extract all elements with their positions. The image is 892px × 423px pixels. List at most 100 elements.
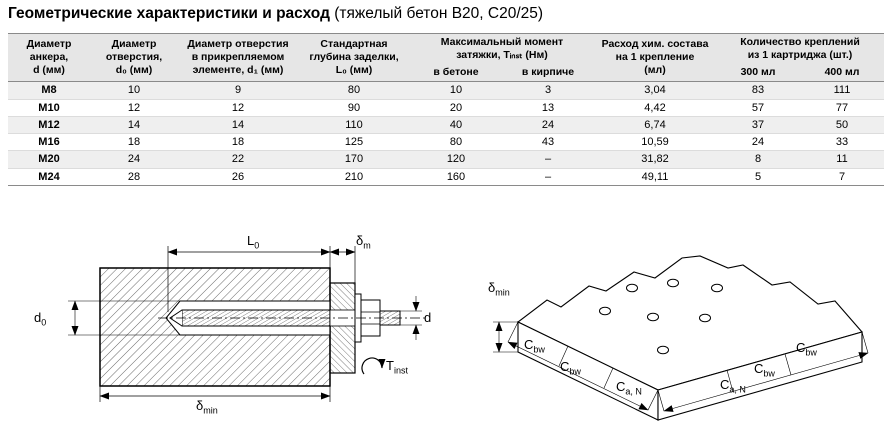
table-row: M10 12 12 90 20 13 4,42 57 77 (8, 99, 884, 117)
table-row: M24 28 26 210 160 – 49,11 5 7 (8, 168, 884, 186)
threaded-stub (379, 310, 401, 326)
dimension-right-edge (657, 331, 869, 412)
cell-n300: 57 (751, 101, 765, 114)
cell-d1: 9 (234, 84, 242, 97)
cell-l0: 110 (345, 118, 363, 131)
header-embedment-depth: Стандартная глубина заделки, L₀ (мм) (298, 33, 410, 82)
cell-n300: 24 (751, 136, 765, 149)
cell-l0: 170 (344, 153, 364, 166)
cell-d1: 22 (231, 153, 245, 166)
page-title-bold: Геометрические характеристики и расход (8, 5, 330, 22)
cell-anchor: M8 (41, 84, 57, 97)
dimension-delta-min (99, 386, 331, 402)
dimension-d (400, 296, 422, 340)
cell-n400: 77 (835, 101, 849, 114)
cell-chem: 4,42 (644, 101, 666, 114)
cell-l0: 125 (344, 136, 364, 149)
label-can-1: Ca, N (616, 379, 642, 397)
table-row: M8 10 9 80 10 3 3,04 83 111 (8, 81, 884, 100)
slab-3d-diagram (493, 255, 869, 421)
cell-torque-brick: 3 (544, 84, 552, 97)
label-l0: L0 (247, 233, 260, 251)
cell-torque-brick: 43 (541, 136, 555, 149)
label-d0: d0 (34, 310, 47, 328)
torque-arrow-icon (361, 357, 386, 375)
cell-anchor: M10 (38, 101, 60, 114)
cell-chem: 49,11 (641, 170, 669, 183)
cell-torque-concrete: 120 (446, 153, 466, 166)
label-can-2: Ca, N (720, 377, 746, 395)
header-anchor-diameter: Диаметр анкера, d (мм) (8, 33, 90, 82)
cell-torque-concrete: 20 (449, 101, 463, 114)
cell-torque-brick: – (544, 170, 552, 183)
dimension-left-edge (507, 321, 659, 411)
cell-n300: 8 (754, 153, 762, 166)
header-torque-brick: в кирпиче (502, 64, 594, 82)
cell-torque-brick: – (544, 153, 552, 166)
dimension-delta-m (329, 246, 356, 283)
header-torque-group: Максимальный момент затяжки, Tᵢₙₛₜ (Нм) (410, 33, 594, 65)
label-t-inst: Tinst (386, 358, 408, 376)
label-cbw-2: Cbw (560, 359, 581, 377)
cell-n400: 33 (835, 136, 849, 149)
cell-torque-concrete: 10 (449, 84, 463, 97)
label-cbw-1: Cbw (524, 337, 545, 355)
cell-d0: 12 (127, 101, 141, 114)
dimension-d0 (68, 300, 180, 336)
cell-d0: 14 (127, 118, 141, 131)
cell-n400: 11 (836, 153, 848, 166)
cell-n300: 83 (751, 84, 765, 97)
cell-d0: 18 (127, 136, 141, 149)
cell-d1: 12 (231, 101, 245, 114)
page-title: Геометрические характеристики и расход (… (8, 5, 543, 23)
header-chem-consumption: Расход хим. состава на 1 крепление (мл) (594, 33, 716, 82)
header-torque-concrete: в бетоне (410, 64, 502, 82)
label-delta-min-left: δmin (196, 398, 218, 416)
label-delta-m: δm (356, 233, 371, 251)
cell-anchor: M12 (38, 118, 60, 131)
dimension-slab-thickness (493, 321, 518, 353)
table-row: M16 18 18 125 80 43 10,59 24 33 (8, 134, 884, 151)
cell-d0: 28 (127, 170, 141, 183)
cell-torque-concrete: 80 (449, 136, 463, 149)
cell-torque-concrete: 40 (449, 118, 463, 131)
header-qty-group: Количество креплений из 1 картриджа (шт.… (716, 33, 884, 65)
cell-d1: 18 (231, 136, 245, 149)
header-hole-diameter: Диаметр отверстия, d₀ (мм) (90, 33, 178, 82)
page-title-normal: (тяжелый бетон В20, С20/25) (329, 5, 544, 22)
table-row: M12 14 14 110 40 24 6,74 37 50 (8, 116, 884, 134)
header-qty-300: 300 мл (716, 64, 800, 82)
cell-n400: 7 (838, 170, 846, 183)
label-cbw-3: Cbw (754, 361, 775, 379)
cell-d1: 14 (231, 118, 245, 131)
anchor-characteristics-table: Диаметр анкера, d (мм) Диаметр отверстия… (8, 33, 884, 186)
cell-torque-brick: 24 (541, 118, 555, 131)
header-qty-400: 400 мл (800, 64, 884, 82)
cell-n400: 111 (833, 84, 851, 97)
fixture-plate (329, 282, 356, 374)
cell-anchor: M20 (38, 153, 60, 166)
anchor-holes (599, 278, 723, 355)
label-delta-min-right: δmin (488, 280, 510, 298)
anchor-section-diagram (68, 246, 426, 402)
cell-n400: 50 (835, 118, 849, 131)
cell-anchor: M24 (38, 170, 60, 183)
cell-d1: 26 (231, 170, 245, 183)
header-fixture-hole-diameter: Диаметр отверстия в прикрепляемом элемен… (178, 33, 298, 82)
cell-l0: 210 (344, 170, 364, 183)
cell-n300: 37 (751, 118, 765, 131)
cell-l0: 80 (347, 84, 361, 97)
cell-anchor: M16 (38, 136, 60, 149)
cell-chem: 6,74 (644, 118, 666, 131)
cell-torque-brick: 13 (541, 101, 555, 114)
cell-chem: 3,04 (644, 84, 666, 97)
table-row: M20 24 22 170 120 – 31,82 8 11 (8, 150, 884, 169)
label-d: d (424, 310, 432, 325)
table-header: Диаметр анкера, d (мм) Диаметр отверстия… (8, 33, 884, 82)
cell-d0: 10 (127, 84, 141, 97)
table-body: M8 10 9 80 10 3 3,04 83 111 M10 12 12 90… (8, 81, 884, 186)
cell-d0: 24 (127, 153, 141, 166)
cell-torque-concrete: 160 (446, 170, 466, 183)
cell-l0: 90 (347, 101, 361, 114)
